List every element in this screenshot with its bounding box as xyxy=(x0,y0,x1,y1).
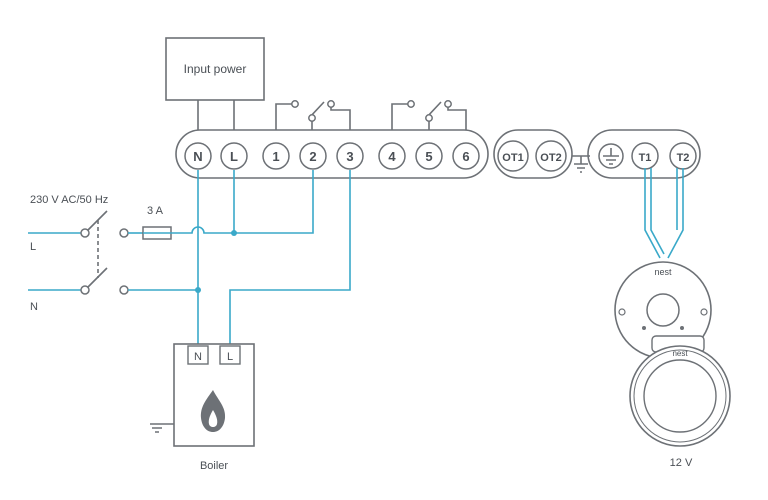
input-power-box xyxy=(165,37,265,101)
thermostat-base-logo: nest xyxy=(654,267,672,277)
main-terminal-block xyxy=(175,129,489,179)
main-terminal-6-label: 6 xyxy=(462,149,469,164)
low-voltage-terminal-t2-label: T2 xyxy=(677,152,690,164)
main-terminal-5 xyxy=(415,142,443,170)
input-power-wires xyxy=(197,100,235,130)
main-terminal-5-label: 5 xyxy=(425,149,432,164)
fuse-label: 3 A xyxy=(147,205,164,217)
main-terminals: N L 1 2 3 4 5 6 xyxy=(184,142,480,170)
thermostat-display-logo: nest xyxy=(672,349,688,358)
main-terminal-4 xyxy=(378,142,406,170)
thermostat-display: nest xyxy=(629,335,731,447)
main-terminal-6 xyxy=(452,142,480,170)
opentherm-terminal-ot1 xyxy=(497,140,529,172)
relay-contacts-1-3 xyxy=(275,100,351,130)
live-label: L xyxy=(30,241,36,253)
fuse xyxy=(128,226,172,240)
neutral-label: N xyxy=(30,301,38,313)
main-terminal-3 xyxy=(336,142,364,170)
ground-icon xyxy=(572,155,590,173)
input-power-label: Input power xyxy=(184,62,247,76)
boiler: N L xyxy=(150,343,255,447)
opentherm-terminal-ot1-label: OT1 xyxy=(502,152,523,164)
wiring xyxy=(128,168,684,345)
main-terminal-1-label: 1 xyxy=(272,149,279,164)
boiler-label: Boiler xyxy=(200,460,228,472)
main-terminal-l xyxy=(220,142,248,170)
main-terminal-1 xyxy=(262,142,290,170)
boiler-terminal-l-label: L xyxy=(227,351,233,363)
main-terminal-4-label: 4 xyxy=(388,149,396,164)
low-voltage-terminal-t1-label: T1 xyxy=(639,152,652,164)
double-pole-isolator xyxy=(28,210,129,295)
relay-contacts-4-6 xyxy=(391,100,467,130)
boiler-terminal-l xyxy=(219,345,241,365)
main-terminal-n-label: N xyxy=(193,149,202,164)
thermostat-voltage-label: 12 V xyxy=(670,457,693,469)
boiler-terminal-n-label: N xyxy=(194,351,202,363)
main-terminal-2 xyxy=(299,142,327,170)
main-terminal-3-label: 3 xyxy=(346,149,353,164)
opentherm-terminals: OT1 OT2 xyxy=(497,140,567,172)
opentherm-terminal-ot2-label: OT2 xyxy=(540,152,561,164)
boiler-terminal-n xyxy=(187,345,209,365)
main-terminal-2-label: 2 xyxy=(309,149,316,164)
thermostat-base: nest xyxy=(614,261,712,359)
supply-rating-label: 230 V AC/50 Hz xyxy=(30,194,108,206)
low-voltage-terminals: T1 T2 xyxy=(631,142,697,170)
opentherm-terminal-ot2 xyxy=(535,140,567,172)
ground-terminal xyxy=(598,143,624,169)
main-terminal-l-label: L xyxy=(230,149,238,164)
main-terminal-n xyxy=(184,142,212,170)
